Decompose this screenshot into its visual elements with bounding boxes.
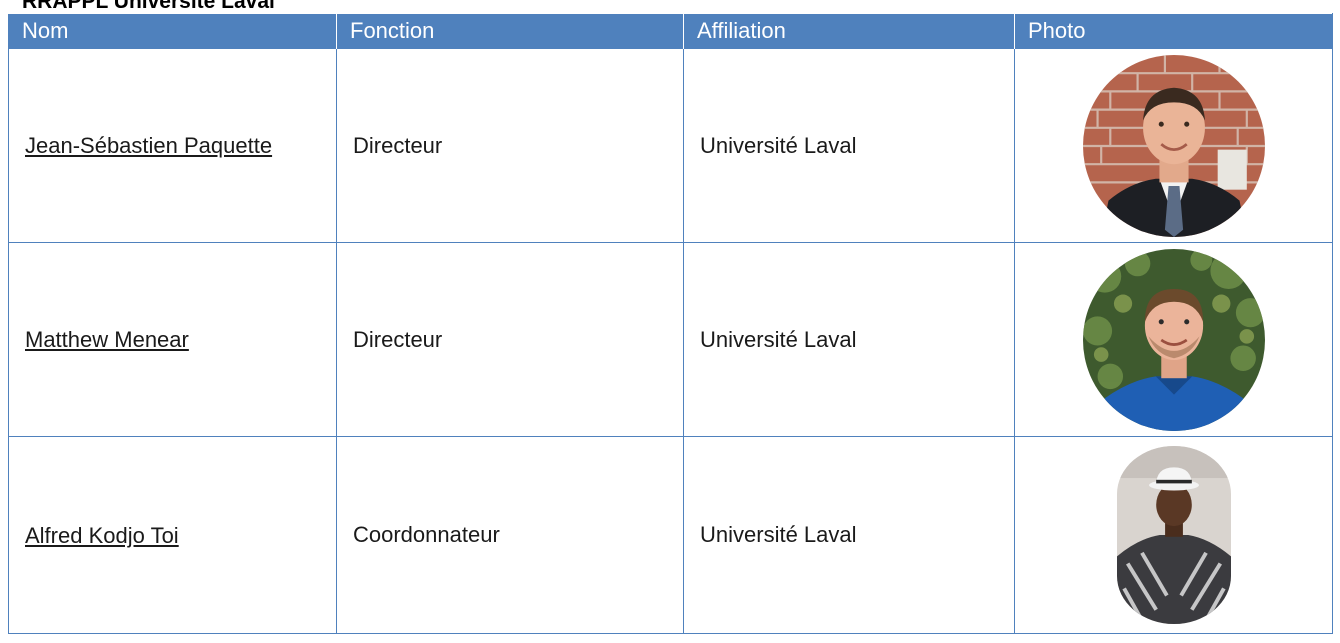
photo-cell bbox=[1014, 242, 1333, 437]
team-table: Nom Fonction Affiliation Photo Jean-Séba… bbox=[8, 13, 1333, 634]
name-cell: Jean-Sébastien Paquette bbox=[8, 48, 337, 243]
affiliation-cell: Université Laval bbox=[683, 48, 1015, 243]
name-link[interactable]: Alfred Kodjo Toi bbox=[25, 522, 179, 548]
header-photo: Photo bbox=[1014, 13, 1333, 49]
name-link[interactable]: Jean-Sébastien Paquette bbox=[25, 133, 273, 158]
function-cell: Coordonnateur bbox=[336, 436, 684, 634]
table-row: Alfred Kodjo Toi Coordonnateur Universit… bbox=[8, 436, 1333, 634]
function-cell: Directeur bbox=[336, 48, 684, 243]
header-affiliation: Affiliation bbox=[683, 13, 1015, 49]
function-cell: Directeur bbox=[336, 242, 684, 437]
photo-cell bbox=[1014, 48, 1333, 243]
name-link[interactable]: Matthew Menear bbox=[25, 327, 189, 352]
portrait-photo bbox=[1082, 248, 1265, 431]
photo-cell bbox=[1014, 436, 1333, 634]
table-row: Jean-Sébastien Paquette Directeur Univer… bbox=[8, 48, 1333, 243]
table-header-row: Nom Fonction Affiliation Photo bbox=[8, 13, 1333, 49]
portrait-photo bbox=[1082, 54, 1265, 237]
table-row: Matthew Menear Directeur Université Lava… bbox=[8, 242, 1333, 437]
page-heading: RRAPPL Université Laval bbox=[22, 0, 275, 13]
affiliation-cell: Université Laval bbox=[683, 242, 1015, 437]
portrait-photo bbox=[1116, 446, 1231, 624]
affiliation-cell: Université Laval bbox=[683, 436, 1015, 634]
name-cell: Matthew Menear bbox=[8, 242, 337, 437]
header-name: Nom bbox=[8, 13, 337, 49]
name-cell: Alfred Kodjo Toi bbox=[8, 436, 337, 634]
header-function: Fonction bbox=[336, 13, 684, 49]
